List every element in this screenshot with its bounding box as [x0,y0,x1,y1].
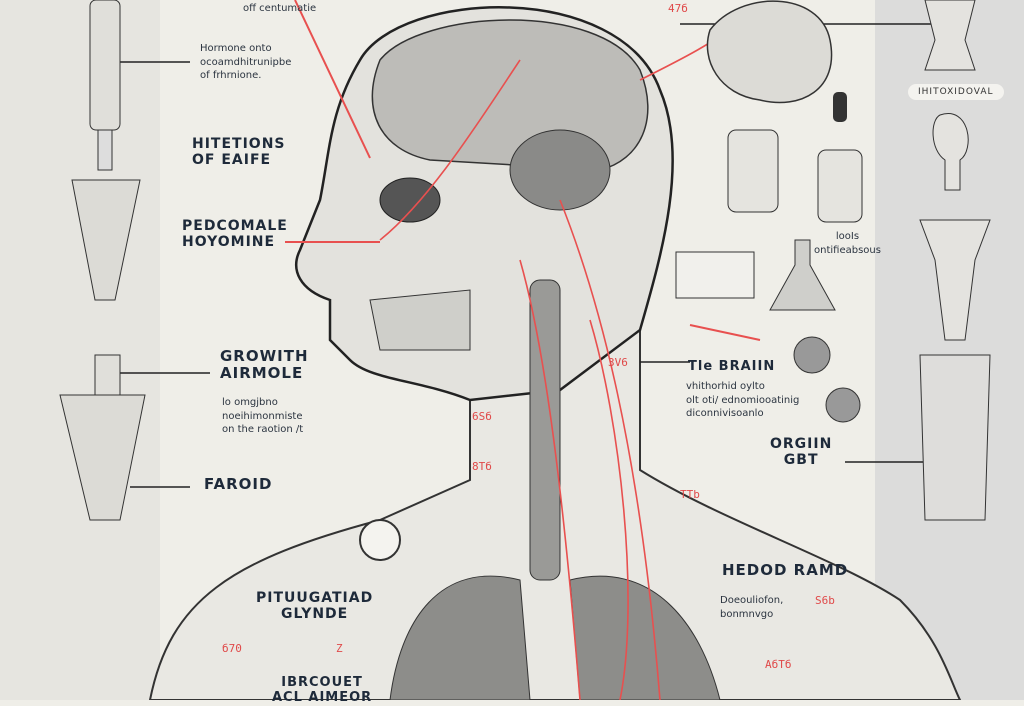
document-card [675,251,755,299]
label-pill: IHITOXIDOVAL [908,84,1004,100]
growth-note: lo omgjbno noeihimonmiste on the raotion… [222,397,304,435]
top-caption: off centumatie [243,3,317,14]
eye-socket [379,177,441,223]
cerebellum [509,129,611,211]
heading-hitetions: HITETIONS OF EAIFE [192,136,286,169]
vial [727,129,779,213]
red-code: 3V6 [608,356,628,369]
heading-pedcomale: PEDCOMALE HOYOMINE [182,218,288,251]
bone-2 [932,113,969,191]
red-code: 8Tб [472,460,492,473]
heading-origin: ORGIIN GBT [770,436,833,469]
dropper-bottle [817,149,863,223]
red-code: TTb [680,488,700,501]
red-code: б70 [222,642,242,655]
bone-1 [924,0,976,71]
right-lung [569,575,721,700]
heading-ibrcouet: IBRCOUET ACL AIMEOR [272,675,373,705]
left-panel [0,0,160,700]
flower-bud [71,179,141,301]
syringe-needle [97,129,113,171]
red-code: 6Sб [472,410,492,423]
heading-hedod: HEDOD RAMD [722,561,849,579]
red-code: S6b [815,594,835,607]
hedod-note: Doeouliofon, bonmnvgo [720,595,784,620]
syringe-tube [89,0,121,131]
red-code: AбTб [765,658,792,671]
brain [371,19,649,171]
dropper-cap [833,92,847,122]
bone-3 [919,219,991,341]
brain-title: Tle BRAIIN [688,359,776,374]
flower-lower [59,394,146,521]
left-lung [389,575,531,700]
vertebra [919,354,991,521]
jaw-teeth [369,289,471,351]
trachea [529,279,561,581]
red-code: 47б [668,2,688,15]
flask [769,239,836,311]
molecule-2 [825,387,861,423]
hormone-note: Hormone onto ocoamdhitrunipbe of frhrnio… [200,43,292,81]
clock-icon [359,519,401,561]
brain-note: vhithorhid oylto olt oti/ ednomiooatinig… [686,381,800,419]
heading-faroid: FAROID [204,475,273,493]
heading-growith: GROWITH AIRMOLE [220,347,309,383]
heading-pituugatiad: PITUUGATIAD GLYNDE [256,590,374,623]
molecule-1 [793,336,831,374]
red-code: Z [336,642,343,655]
red-vessels [379,19,741,700]
tools-note: looIs ontifieabsous [814,231,881,256]
gland-organ [706,0,833,104]
